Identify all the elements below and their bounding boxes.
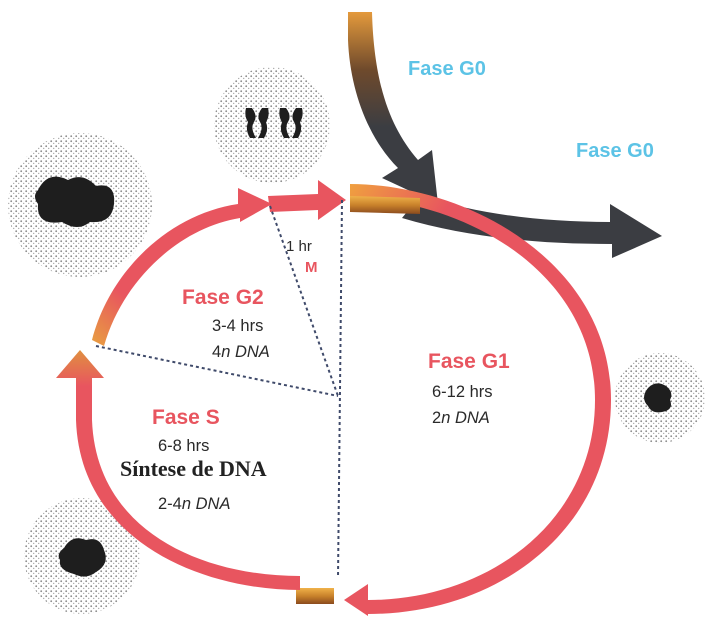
label-g2-name: Fase G2 bbox=[182, 286, 264, 309]
g1-dna-suffix: n DNA bbox=[441, 409, 490, 427]
g1-start-band bbox=[350, 196, 420, 214]
cell-g1-icon bbox=[615, 353, 705, 443]
cell-telophase-icon bbox=[673, 588, 677, 592]
label-g0-top: Fase G0 bbox=[408, 58, 486, 80]
label-g0-right: Fase G0 bbox=[576, 140, 654, 162]
label-s-dna: 2-4n DNA bbox=[158, 492, 230, 517]
label-m-name: M bbox=[305, 259, 318, 276]
label-g1-name: Fase G1 bbox=[428, 350, 510, 373]
s-dna-count: 2-4 bbox=[158, 495, 182, 513]
label-g2-dna: 4n DNA bbox=[212, 340, 270, 365]
label-g1-time: 6-12 hrs bbox=[432, 383, 493, 401]
label-s-name: Fase S bbox=[152, 406, 220, 429]
cell-metaphase-icon bbox=[214, 67, 330, 183]
g2-arc bbox=[92, 188, 272, 346]
label-m-time: 1 hr bbox=[286, 238, 312, 255]
cell-s-icon bbox=[24, 498, 140, 614]
phase-dividers bbox=[95, 199, 343, 579]
g2-dna-count: 4 bbox=[212, 343, 222, 361]
s-dna-suffix: n DNA bbox=[181, 495, 231, 513]
g1-dna-count: 2 bbox=[432, 409, 442, 427]
label-g2-time: 3-4 hrs bbox=[212, 317, 264, 335]
s-arc bbox=[56, 350, 300, 590]
label-g1-dna: 2n DNA bbox=[432, 406, 490, 431]
m-bottom-segment bbox=[296, 588, 334, 604]
g0-entry-arrow bbox=[348, 12, 438, 204]
g2-dna-suffix: n DNA bbox=[221, 343, 270, 361]
cell-interphase-icon bbox=[8, 133, 152, 277]
label-s-time: 6-8 hrs bbox=[158, 437, 210, 455]
label-s-desc: Síntese de DNA bbox=[120, 456, 267, 481]
m-arc bbox=[268, 180, 346, 220]
